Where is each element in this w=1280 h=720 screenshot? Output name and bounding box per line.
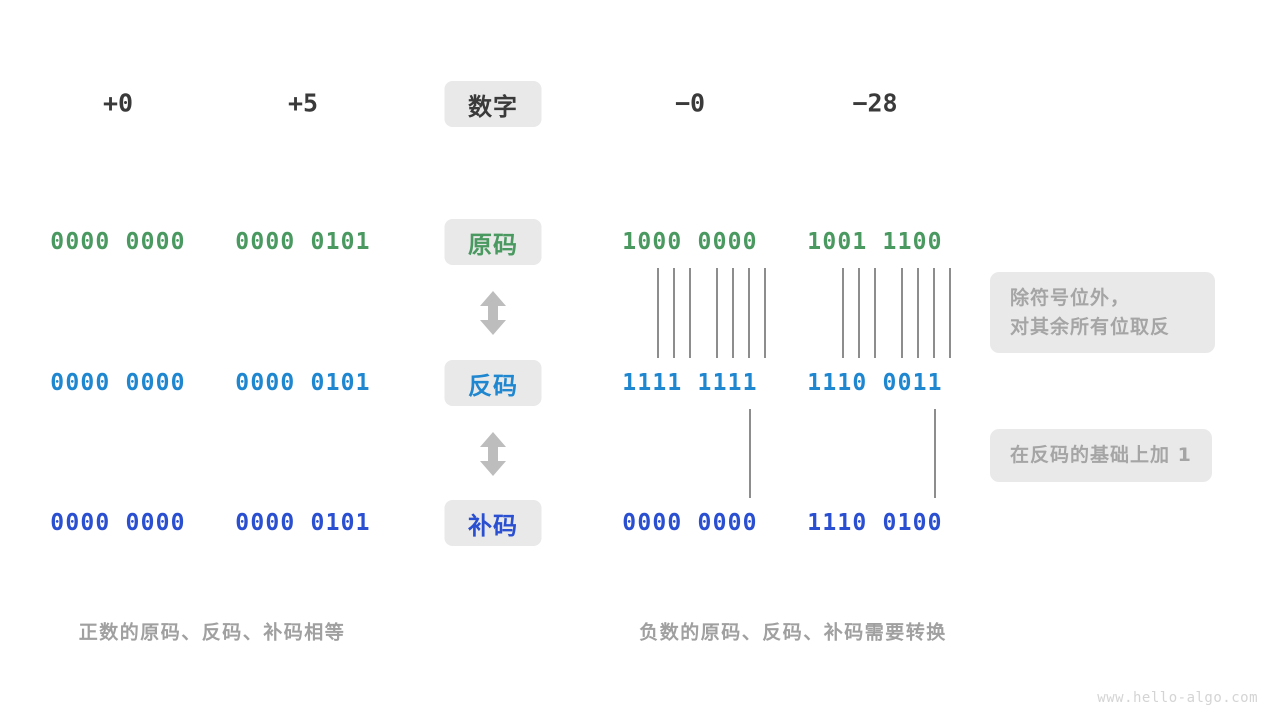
- connector-line: [842, 268, 844, 358]
- bits-twos-complement-minus-twentyeight: 1110 0100: [807, 510, 943, 536]
- connector-line: [673, 268, 675, 358]
- connector-line: [732, 268, 734, 358]
- connector-line: [917, 268, 919, 358]
- chip-sign-magnitude-label: 原码: [444, 219, 542, 265]
- bits-ones-complement-minus-twentyeight: 1110 0011: [807, 370, 943, 396]
- bits-twos-complement-plus-five: 0000 0101: [235, 510, 371, 536]
- connector-line: [748, 268, 750, 358]
- connector-line: [716, 268, 718, 358]
- bits-ones-complement-plus-five: 0000 0101: [235, 370, 371, 396]
- column-header-plus-five: +5: [287, 88, 319, 118]
- chip-twos-complement-label: 补码: [444, 500, 542, 546]
- bits-twos-complement-plus-zero: 0000 0000: [50, 510, 186, 536]
- note-invert-line-2: 对其余所有位取反: [1010, 315, 1171, 338]
- bits-ones-complement-plus-zero: 0000 0000: [50, 370, 186, 396]
- connector-line: [949, 268, 951, 358]
- bits-sign-magnitude-minus-zero: 1000 0000: [622, 229, 758, 255]
- column-header-minus-twentyeight: −28: [852, 88, 898, 118]
- connector-line: [933, 268, 935, 358]
- connector-line: [657, 268, 659, 358]
- connector-line: [901, 268, 903, 358]
- bits-twos-complement-minus-zero: 0000 0000: [622, 510, 758, 536]
- bits-sign-magnitude-plus-zero: 0000 0000: [50, 229, 186, 255]
- chip-number-label: 数字: [444, 81, 542, 127]
- bits-sign-magnitude-plus-five: 0000 0101: [235, 229, 371, 255]
- double-arrow-icon: [478, 430, 508, 478]
- bits-sign-magnitude-minus-twentyeight: 1001 1100: [807, 229, 943, 255]
- bits-ones-complement-minus-zero: 1111 1111: [622, 370, 758, 396]
- double-arrow-icon: [478, 289, 508, 337]
- connector-line: [749, 409, 751, 498]
- caption-positive-numbers: 正数的原码、反码、补码相等: [78, 621, 346, 644]
- column-header-minus-zero: −0: [674, 88, 706, 118]
- caption-negative-numbers: 负数的原码、反码、补码需要转换: [639, 621, 947, 644]
- connector-line: [764, 268, 766, 358]
- note-invert-bits: 除符号位外， 对其余所有位取反: [990, 272, 1215, 353]
- connector-line: [689, 268, 691, 358]
- column-header-plus-zero: +0: [102, 88, 134, 118]
- connector-line: [874, 268, 876, 358]
- note-invert-line-1: 除符号位外，: [1010, 287, 1131, 309]
- chip-ones-complement-label: 反码: [444, 360, 542, 406]
- watermark: www.hello-algo.com: [1097, 690, 1258, 706]
- connector-line: [934, 409, 936, 498]
- note-add-one: 在反码的基础上加 1: [990, 429, 1212, 482]
- connector-line: [858, 268, 860, 358]
